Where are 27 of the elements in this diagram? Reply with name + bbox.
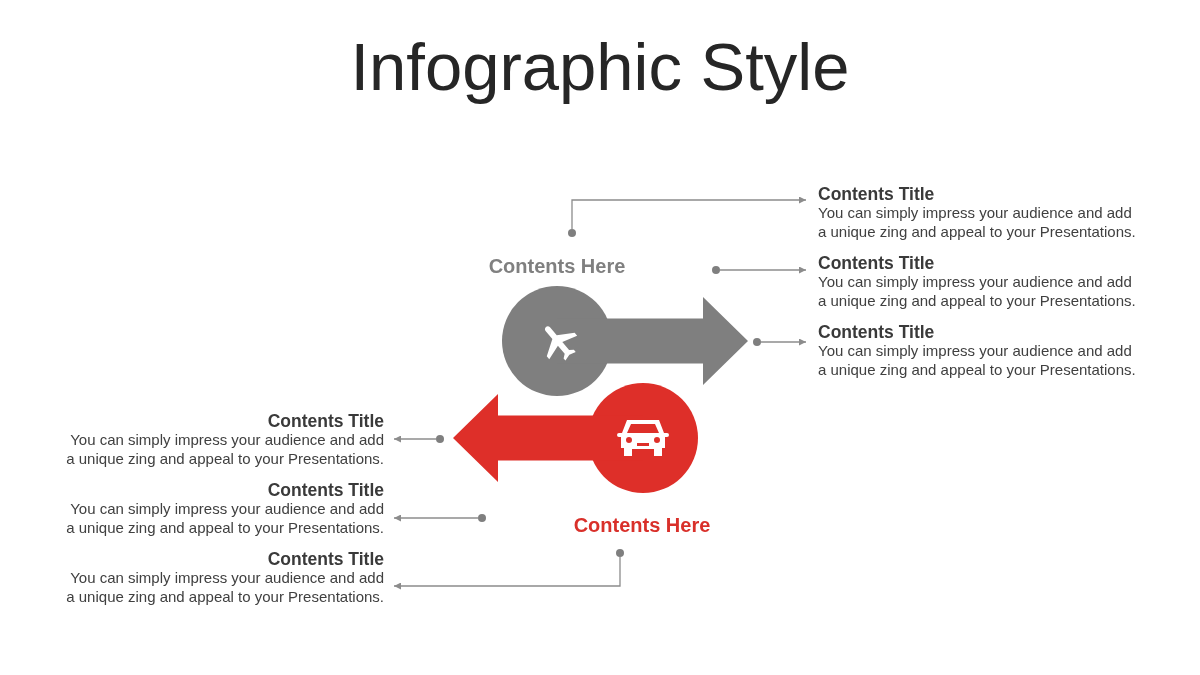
item-title: Contents Title: [267, 481, 384, 500]
leader-line: [393, 556, 621, 590]
dot-icon: [478, 514, 486, 522]
dot-icon: [436, 435, 444, 443]
dot-icon: [712, 266, 720, 274]
item-description: You can simply impress your audience and add a unique zing and appeal to your Presentations.: [65, 431, 384, 468]
section-heading: Contents Here: [488, 255, 626, 277]
item-title: Contents Title: [267, 550, 384, 569]
section-heading: Contents Here: [573, 514, 711, 536]
leader-line: [393, 435, 437, 443]
item-description: You can simply impress your audience and add a unique zing and appeal to your Presentations.: [65, 500, 384, 537]
leader-line: [571, 196, 807, 230]
item-title: Contents Title: [818, 323, 935, 342]
item-title: Contents Title: [818, 254, 935, 273]
leader-line: [760, 338, 807, 346]
dot-icon: [753, 338, 761, 346]
dot-icon: [568, 229, 576, 237]
item-description: You can simply impress your audience and add a unique zing and appeal to your Presentations.: [65, 569, 384, 606]
item-description: You can simply impress your audience and add a unique zing and appeal to your Presentations.: [818, 273, 1137, 310]
item-title: Contents Title: [818, 185, 935, 204]
item-description: You can simply impress your audience and add a unique zing and appeal to your Presentations.: [818, 204, 1137, 241]
dot-icon: [616, 549, 624, 557]
slide-title: Infographic Style: [350, 29, 850, 104]
item-description: You can simply impress your audience and add a unique zing and appeal to your Presentations.: [818, 342, 1137, 379]
leader-line: [719, 266, 807, 274]
item-title: Contents Title: [267, 412, 384, 431]
leader-line: [393, 514, 479, 522]
